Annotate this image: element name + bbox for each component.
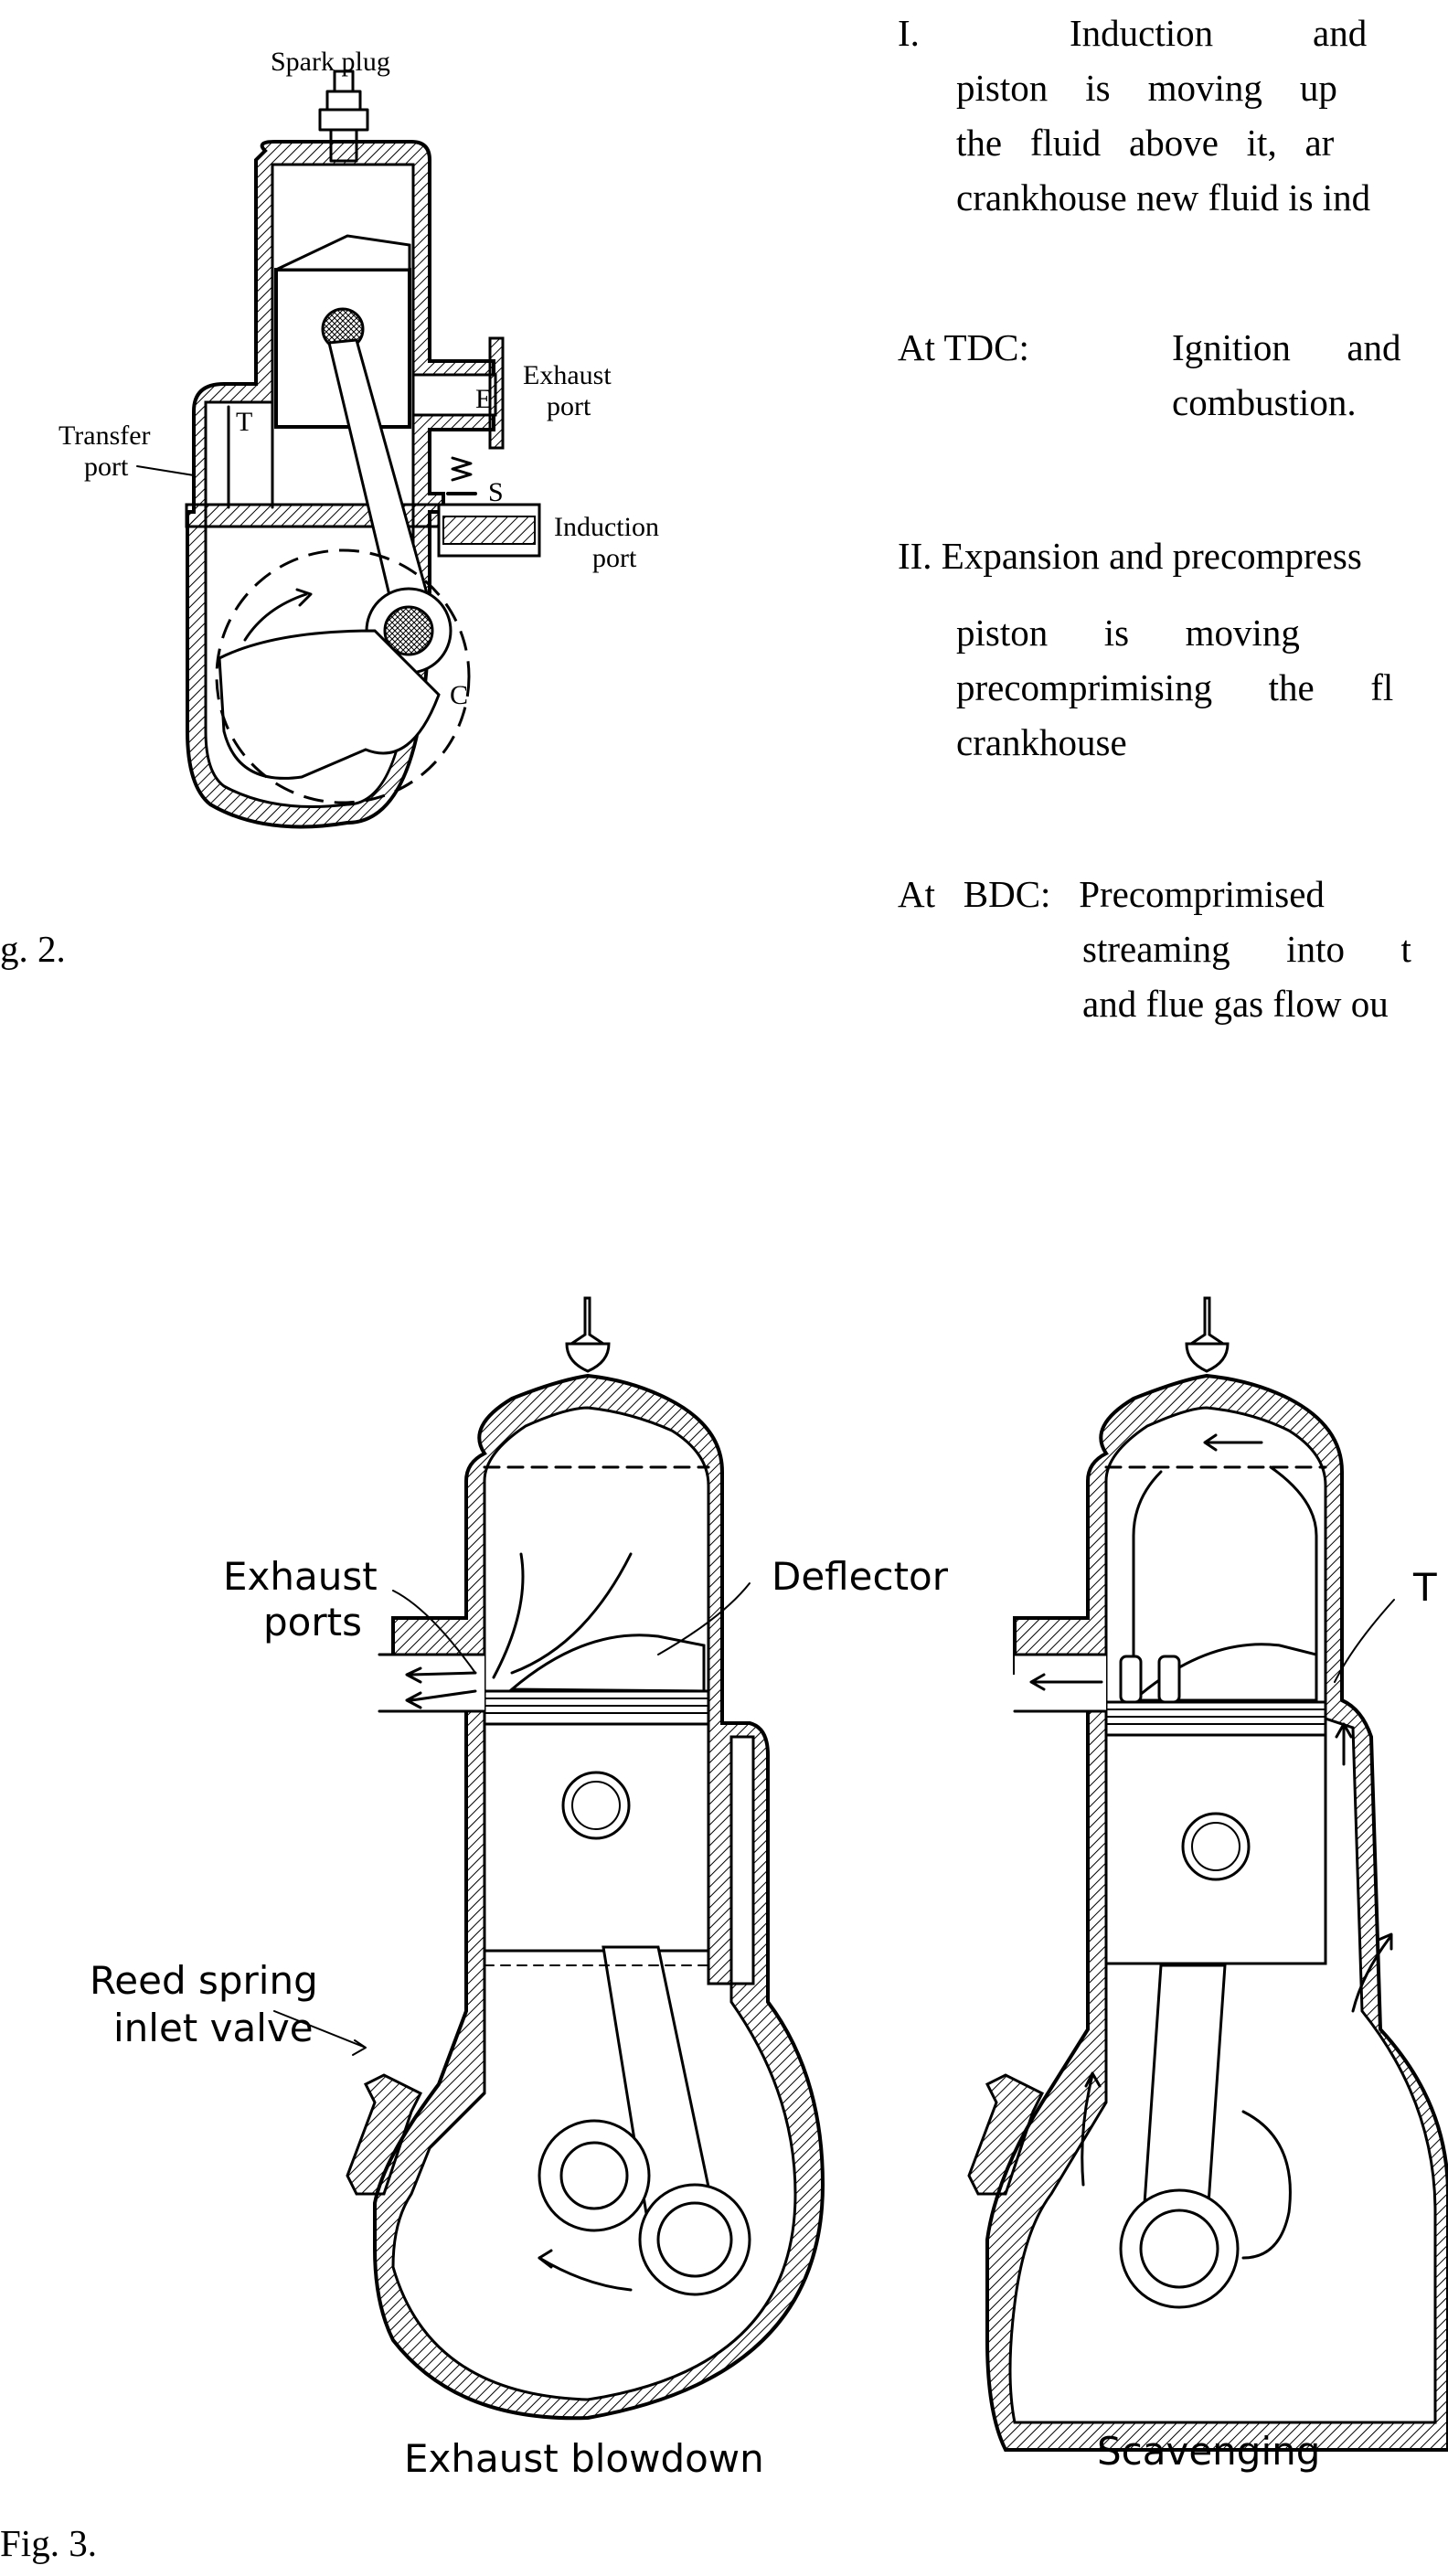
bdc-line1: At BDC: Precomprimised <box>898 873 1325 915</box>
spring-icon <box>451 456 473 482</box>
rotation-arrow-icon <box>243 592 308 642</box>
fig3-rotation-arrow-icon <box>538 2256 633 2292</box>
section1-heading-word1: Induction <box>1070 12 1214 54</box>
exhaust-port-label: port <box>547 391 591 421</box>
fig2-crank-web <box>218 629 441 780</box>
scavenging-caption: Scavenging <box>1097 2429 1321 2474</box>
tdc-line2: combustion. <box>1172 381 1357 423</box>
transfer-label: Transfer <box>59 420 151 451</box>
bdc-line3: and flue gas flow ou <box>1082 983 1389 1025</box>
section2-heading: II. Expansion and precompress <box>898 535 1362 577</box>
fig2-s-label: S <box>488 477 504 507</box>
induction-port-label: port <box>592 543 637 573</box>
exhaust-blowdown-caption: Exhaust blowdown <box>404 2436 764 2481</box>
tdc-label: At TDC: <box>898 326 1029 368</box>
induction-label: Induction <box>554 512 659 542</box>
fig2-e-label: E <box>475 384 493 414</box>
reed-valve-label-line2: inlet valve <box>113 2006 314 2050</box>
section1-heading-word2: and <box>1313 12 1368 54</box>
exhaust-label: Exhaust <box>523 360 612 390</box>
exhaust-ports-label-line1: Exhaust <box>223 1554 378 1599</box>
deflector-label: Deflector <box>772 1554 948 1599</box>
fig3-scavenging-diagram <box>967 1296 1448 2452</box>
section1-line3: the fluid above it, ar <box>956 122 1335 164</box>
section1-number: I. <box>898 12 920 54</box>
section1-line4: crankhouse new fluid is ind <box>956 176 1371 218</box>
section2-line2: piston is moving <box>956 612 1300 654</box>
fig3-exhaust-blowdown-diagram <box>273 1296 825 2421</box>
transfer-port-label: port <box>84 452 129 482</box>
bdc-line2: streaming into t <box>1082 928 1411 970</box>
reed-valve-label-line1: Reed spring <box>90 1958 318 2003</box>
fig2-crank-circle <box>215 548 471 804</box>
fig2-c-label: C <box>450 680 469 710</box>
exhaust-ports-label-line2: ports <box>263 1600 362 1645</box>
fig2-t-label: T <box>236 407 253 437</box>
section2-line3: precomprimising the fl <box>956 666 1394 708</box>
transfer-cut-label: T <box>1413 1565 1437 1610</box>
tdc-line1: Ignition and <box>1172 326 1401 368</box>
spark-plug-label: Spark plug <box>271 47 390 77</box>
fig2-caption: g. 2. <box>0 928 66 970</box>
section1-line2: piston is moving up <box>956 67 1337 109</box>
fig3-caption: Fig. 3. <box>0 2522 97 2564</box>
section2-line4: crankhouse <box>956 721 1127 763</box>
